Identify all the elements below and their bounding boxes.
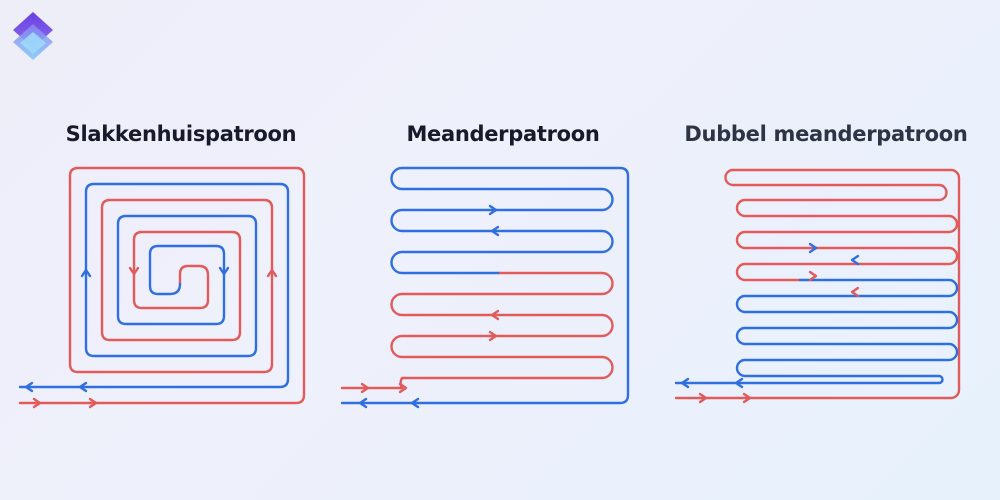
return-flow-arrow [24, 381, 88, 393]
snail-pattern-diagram [18, 166, 306, 409]
double-meander-pattern-title: Dubbel meanderpatroon [684, 122, 968, 146]
supply-flow-arrow [128, 266, 140, 276]
diamond-logo-icon [13, 12, 53, 60]
return-flow-arrow [218, 266, 230, 276]
supply-flow-arrow [266, 268, 278, 278]
supply-flow-arrow [808, 270, 818, 282]
return-flow-arrow [808, 242, 818, 254]
supply-flow-arrow [850, 286, 860, 298]
supply-flow-arrow [490, 309, 500, 321]
return-flow-arrow [488, 204, 498, 216]
supply-flow-arrow [488, 330, 498, 342]
supply-flow-arrow [32, 397, 98, 409]
return-flow-arrow [680, 377, 744, 389]
return-flow-arrow [490, 225, 500, 237]
meander-pattern-diagram [340, 166, 630, 409]
return-flow-arrow [80, 268, 92, 278]
double-meander-pattern-diagram [674, 168, 961, 404]
snail-pattern-title: Slakkenhuispatroon [65, 122, 297, 146]
return-pipe [340, 166, 630, 405]
meander-pattern-title: Meanderpatroon [406, 122, 600, 146]
supply-flow-arrow [698, 392, 752, 404]
supply-pipe [18, 166, 306, 405]
return-flow-arrow [358, 397, 420, 409]
return-pipe [674, 278, 959, 385]
supply-pipe [340, 271, 614, 390]
supply-flow-arrow [360, 382, 408, 394]
supply-pipe [674, 168, 961, 400]
return-flow-arrow [850, 254, 860, 266]
return-pipe [18, 182, 290, 389]
